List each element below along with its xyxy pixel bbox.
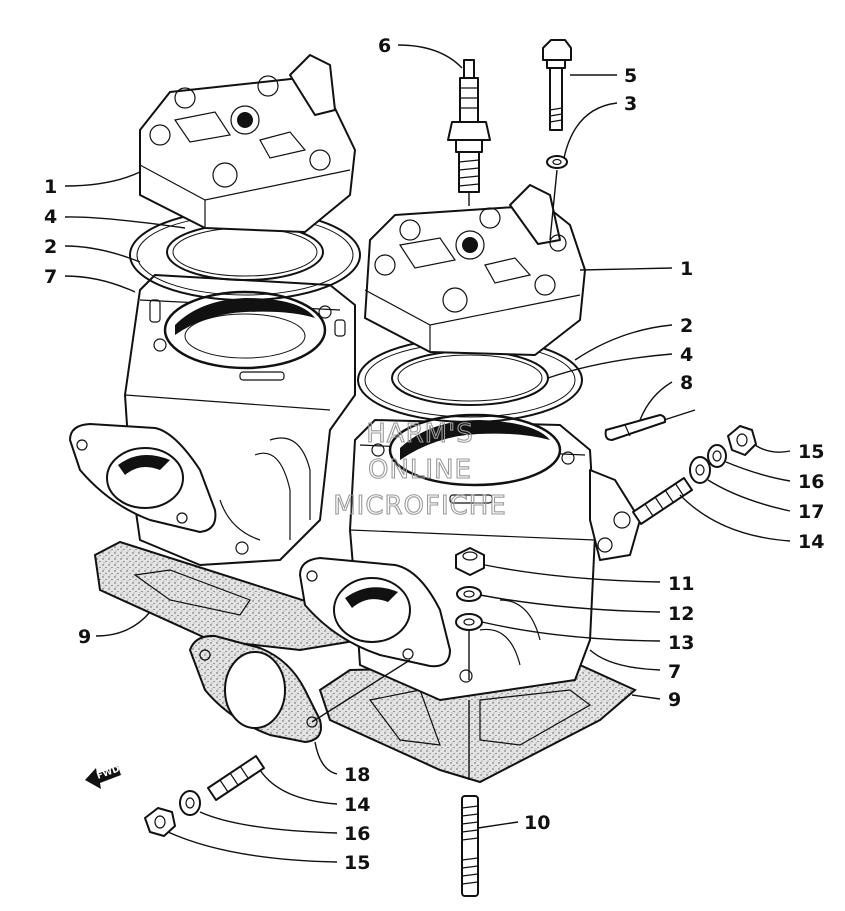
callout-16-right: 16	[798, 471, 824, 493]
left-cylinder-head	[139, 54, 356, 233]
callout-11: 11	[668, 573, 694, 595]
callout-7-left: 7	[44, 266, 57, 288]
callout-4-right: 4	[680, 344, 693, 366]
flat-washer	[689, 456, 711, 484]
callout-5: 5	[624, 65, 637, 87]
bottom-stud-hardware	[144, 755, 265, 837]
right-head-oring	[391, 350, 549, 406]
callout-numbers: 6 5 3 1 4 2 7 1 2 4 8 15 16 17 14 11 12 …	[44, 35, 824, 874]
center-flat-washer	[455, 613, 483, 631]
callout-4-left: 4	[44, 206, 57, 228]
head-bolt	[542, 39, 572, 131]
forward-direction-arrow: FWD	[85, 764, 121, 789]
callout-16-bottom: 16	[344, 823, 370, 845]
right-stud-hardware	[632, 425, 757, 525]
callout-18: 18	[344, 764, 370, 786]
svg-text:MICROFICHE: MICROFICHE	[333, 491, 507, 521]
callout-13: 13	[668, 632, 694, 654]
callout-6: 6	[378, 35, 391, 57]
bottom-hex-nut	[144, 807, 176, 837]
callout-1-right: 1	[680, 258, 693, 280]
watermark: HARM'S ONLINE MICROFICHE	[333, 418, 507, 521]
right-cylinder-head	[364, 184, 586, 356]
callout-9-left: 9	[78, 626, 91, 648]
exhaust-gasket	[188, 634, 411, 744]
callout-2-right: 2	[680, 315, 693, 337]
bottom-lock-washer	[179, 790, 201, 816]
callout-12: 12	[668, 603, 694, 625]
svg-text:ONLINE: ONLINE	[368, 455, 472, 485]
long-stud	[461, 795, 479, 897]
callout-14-right: 14	[798, 531, 824, 553]
callout-7-right: 7	[668, 661, 681, 683]
bolt-washer	[546, 155, 568, 169]
center-lock-washer	[456, 586, 482, 602]
lock-washer	[707, 444, 727, 468]
hex-nut	[727, 425, 757, 456]
callout-2-left: 2	[44, 236, 57, 258]
leader-lines	[64, 44, 791, 863]
callout-9-right: 9	[668, 689, 681, 711]
callout-17: 17	[798, 501, 824, 523]
callout-15-bottom: 15	[344, 852, 370, 874]
left-cylinder-assembly	[69, 274, 362, 652]
spark-plug	[447, 59, 491, 206]
svg-text:HARM'S: HARM'S	[366, 419, 474, 449]
callout-10: 10	[524, 812, 550, 834]
callout-8: 8	[680, 372, 693, 394]
dowel-pin	[604, 409, 696, 441]
callout-14-bottom: 14	[344, 794, 370, 816]
callout-3: 3	[624, 93, 637, 115]
callout-15-right: 15	[798, 441, 824, 463]
left-base-gasket	[93, 540, 362, 652]
callout-1-left: 1	[44, 176, 57, 198]
